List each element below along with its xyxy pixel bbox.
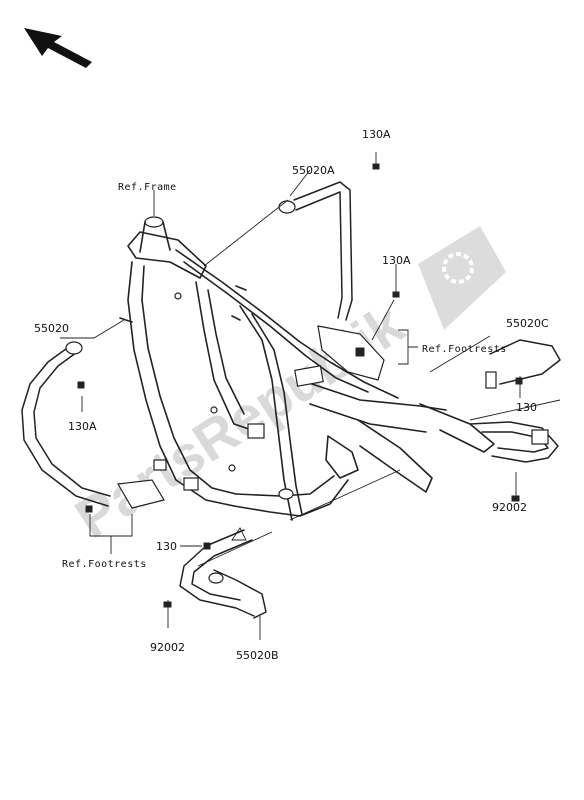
motorcycle-frame <box>119 216 495 521</box>
label-ref-footrests-right: Ref.Footrests <box>422 344 507 355</box>
watermark-gear <box>442 252 474 284</box>
label-130A-top: 130A <box>362 128 391 141</box>
label-130-right: 130 <box>516 401 537 414</box>
label-55020A: 55020A <box>292 164 335 177</box>
label-130A-mid: 130A <box>382 254 411 267</box>
label-55020C: 55020C <box>506 317 549 330</box>
engine-guard-55020C <box>469 339 561 463</box>
label-130A-left: 130A <box>68 420 97 433</box>
label-92002-front: 92002 <box>150 641 185 654</box>
label-ref-footrests-left: Ref.Footrests <box>62 559 147 570</box>
engine-guard-55020B <box>179 529 267 619</box>
engine-guard-55020 <box>21 341 165 509</box>
label-92002-right: 92002 <box>492 501 527 514</box>
arrow-up-left-icon <box>24 28 92 68</box>
engine-guard-55020A <box>278 181 353 321</box>
label-55020B: 55020B <box>236 649 279 662</box>
leader-lines <box>60 152 561 640</box>
footrest-bracket-right <box>317 325 385 381</box>
label-ref-frame: Ref.Frame <box>118 182 177 193</box>
label-130-front: 130 <box>156 540 177 553</box>
label-55020: 55020 <box>34 322 69 335</box>
bolts <box>77 163 523 608</box>
gear-logo-icon <box>418 226 506 330</box>
